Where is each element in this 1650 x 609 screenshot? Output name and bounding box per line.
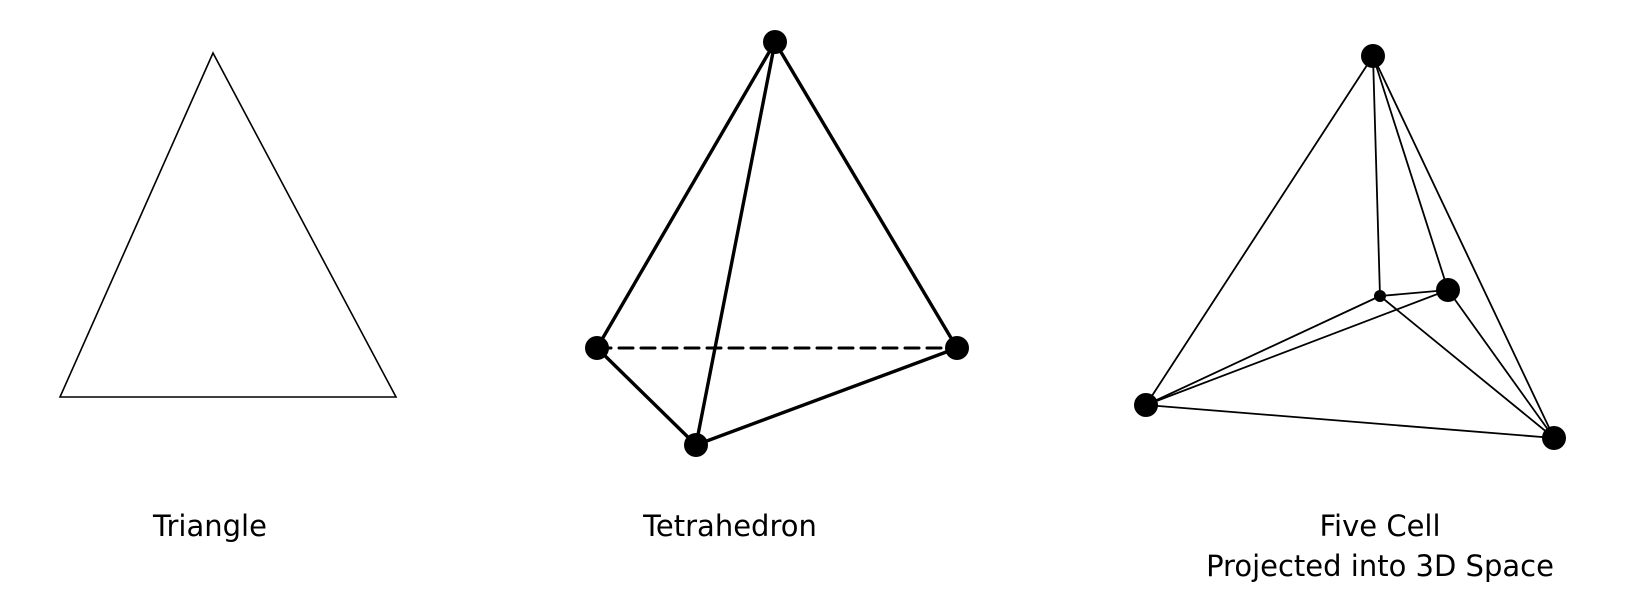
tetrahedron-figure bbox=[585, 30, 969, 457]
fivecell-edge bbox=[1145, 55, 1374, 406]
five-cell-caption-line-2: Projected into 3D Space bbox=[1206, 549, 1554, 583]
triangle-caption: Triangle bbox=[110, 506, 310, 546]
fivecell-edge bbox=[1145, 289, 1449, 406]
fivecell-vertex-left bbox=[1134, 393, 1158, 417]
triangle-figure bbox=[58, 51, 398, 398]
fivecell-vertex-top bbox=[1361, 44, 1385, 68]
fivecell-vertex-back bbox=[1436, 278, 1460, 302]
tetra-vertex-top bbox=[763, 30, 787, 54]
fivecell-edge bbox=[1145, 404, 1555, 439]
tetra-edge-top-front bbox=[694, 40, 777, 447]
fivecell-edge bbox=[1372, 55, 1555, 439]
fivecell-edge bbox=[1447, 289, 1555, 439]
tetra-edge-top-left bbox=[595, 40, 777, 350]
tetra-edge-top-right bbox=[773, 40, 959, 350]
five-cell-caption-line-1: Five Cell bbox=[1319, 509, 1441, 543]
fivecell-edge bbox=[1379, 295, 1555, 439]
tetra-vertex-front bbox=[684, 433, 708, 457]
five-cell-figure bbox=[1134, 44, 1566, 450]
tetra-edge-left-front bbox=[595, 346, 698, 447]
triangle-shape bbox=[58, 51, 398, 398]
fivecell-vertex-right bbox=[1542, 426, 1566, 450]
fivecell-edge bbox=[1372, 55, 1449, 291]
tetra-edge-front-right bbox=[694, 346, 959, 447]
tetrahedron-caption: Tetrahedron bbox=[630, 506, 830, 546]
fivecell-edge bbox=[1145, 295, 1381, 406]
fivecell-vertex-center bbox=[1374, 290, 1386, 302]
five-cell-caption: Five Cell Projected into 3D Space bbox=[1180, 506, 1580, 586]
tetrahedron-caption-line: Tetrahedron bbox=[643, 509, 817, 543]
triangle-caption-line: Triangle bbox=[153, 509, 267, 543]
tetra-vertex-left bbox=[585, 336, 609, 360]
fivecell-edge bbox=[1372, 55, 1381, 297]
tetra-vertex-right bbox=[945, 336, 969, 360]
